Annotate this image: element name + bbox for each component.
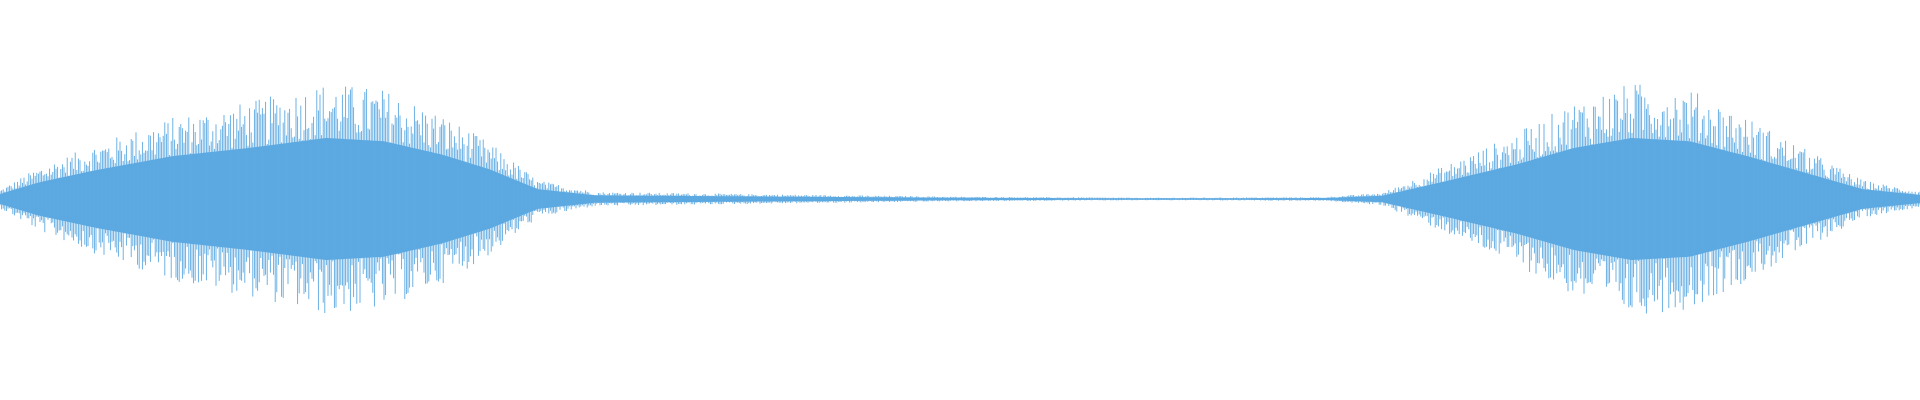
waveform-lines [0, 84, 1920, 314]
